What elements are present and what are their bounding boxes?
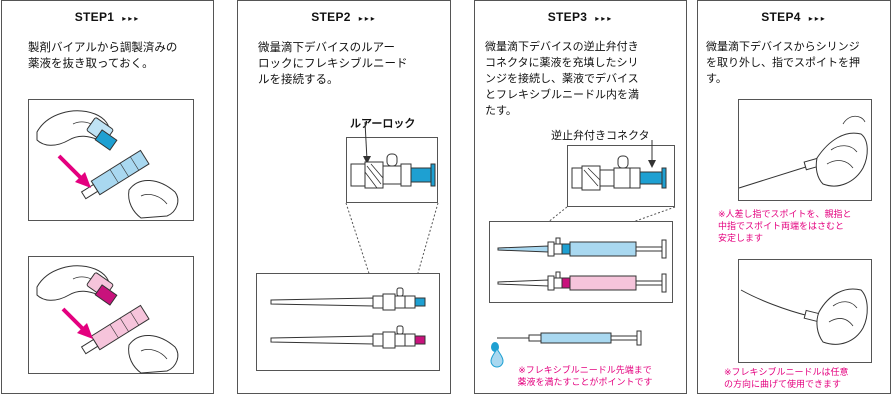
syringe-connected-devices-icon <box>497 237 667 293</box>
hand-vial-blue-icon <box>36 110 179 219</box>
arrows-icon: ▸▸▸ <box>808 14 827 23</box>
zoom-guide-lines <box>345 202 439 302</box>
arrows-icon: ▸▸▸ <box>358 14 377 23</box>
droplet-syringe-icon <box>491 330 642 352</box>
step4-note-bend: ※フレキシブルニードルは任意 の方向に曲げて使用できます <box>724 368 849 390</box>
step2-panel: STEP2▸▸▸ 微量滴下デバイスのルアー ロックにフレキシブルニード ルを接続… <box>237 0 451 394</box>
step4-note-grip: ※人差し指でスポイトを、親指と 中指でスポイト両端をはさむと 安定します <box>718 210 852 244</box>
vial-syringe-pink-illustration <box>28 256 194 374</box>
check-valve-connector-label: 逆止弁付きコネクタ <box>551 129 650 142</box>
step4-instruction: 微量滴下デバイスからシリンジ を取り外し、指でスポイトを押 す。 <box>706 40 860 85</box>
luer-lock-label: ルアーロック <box>350 117 416 130</box>
step2-title: STEP2▸▸▸ <box>311 10 377 24</box>
connector-closeup-icon <box>350 121 436 189</box>
check-valve-closeup-icon <box>571 140 667 191</box>
needle-device-illustration <box>256 273 440 371</box>
arrows-icon: ▸▸▸ <box>595 14 614 23</box>
flexible-needle-devices-icon <box>270 287 426 349</box>
arrows-icon: ▸▸▸ <box>122 14 141 23</box>
hand-vial-pink-icon <box>36 265 179 374</box>
bent-needle-hand-icon <box>740 288 868 345</box>
step1-title: STEP1▸▸▸ <box>74 10 141 24</box>
luer-lock-closeup <box>346 121 438 203</box>
hand-squeeze-icon <box>738 115 868 189</box>
step4-title: STEP4▸▸▸ <box>761 10 827 24</box>
check-valve-closeup <box>567 140 675 207</box>
syringe-filling-illustration <box>489 221 673 303</box>
step3-note: ※フレキシブルニードル先端まで 薬液を満たすことがポイントです <box>517 366 653 388</box>
step3-panel: STEP3▸▸▸ 微量滴下デバイスの逆止弁付き コネクタに薬液を充填したシリ ン… <box>474 0 687 394</box>
droplet-icon <box>490 348 504 368</box>
step1-panel: STEP1▸▸▸ 製剤バイアルから調製済みの 薬液を抜き取っておく。 <box>1 0 214 394</box>
hand-squeeze-illustration <box>738 99 872 201</box>
step3-instruction: 微量滴下デバイスの逆止弁付き コネクタに薬液を充填したシリ ンジを接続し、薬液で… <box>485 40 639 117</box>
step4-panel: STEP4▸▸▸ 微量滴下デバイスからシリンジ を取り外し、指でスポイトを押 す… <box>697 0 891 394</box>
vial-syringe-blue-illustration <box>28 99 194 221</box>
zoom-guide-lines <box>526 206 676 240</box>
step2-instruction: 微量滴下デバイスのルアー ロックにフレキシブルニード ルを接続する。 <box>258 40 408 86</box>
step3-title: STEP3▸▸▸ <box>547 10 614 24</box>
step1-instruction: 製剤バイアルから調製済みの 薬液を抜き取っておく。 <box>28 40 178 70</box>
bent-needle-illustration <box>738 259 872 363</box>
